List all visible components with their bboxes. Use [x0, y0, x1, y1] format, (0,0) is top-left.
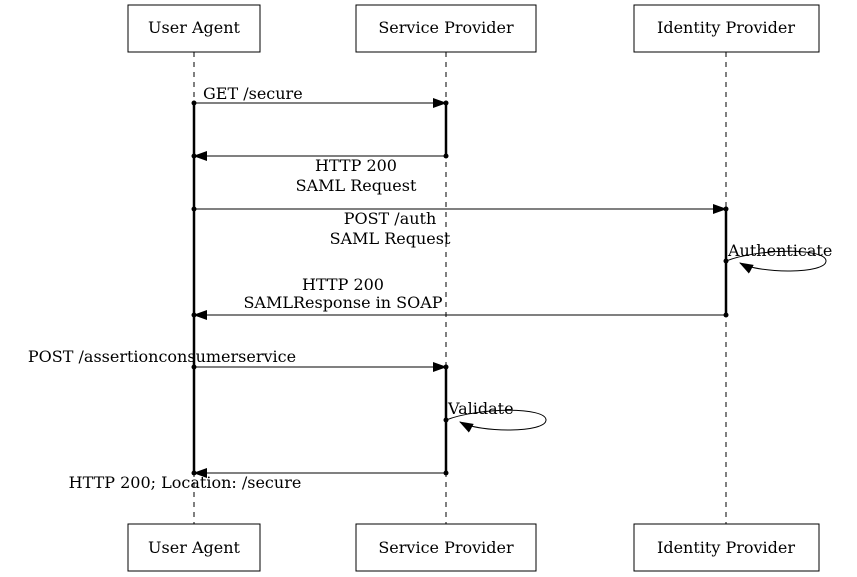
message-label: HTTP 200; Location: /secure [69, 473, 302, 492]
message-post-auth: POST /auth SAML Request [191, 204, 729, 248]
message-endpoint-dot [443, 100, 449, 106]
message-label-line-1: HTTP 200 [302, 275, 384, 294]
participant-label: Identity Provider [657, 538, 795, 557]
message-endpoint-dot [443, 364, 449, 370]
message-endpoint-dot [191, 364, 197, 370]
message-endpoint-dot [191, 153, 197, 159]
participant-label: Identity Provider [657, 18, 795, 37]
message-endpoint-dot [443, 153, 449, 159]
participant-service-provider-top: Service Provider [355, 4, 537, 53]
message-endpoint-dot [443, 470, 449, 476]
message-label-line-2: SAMLResponse in SOAP [243, 293, 442, 312]
message-endpoint-dot [191, 470, 197, 476]
message-endpoint-dot [723, 258, 729, 264]
participant-identity-provider-top: Identity Provider [633, 4, 820, 53]
message-label-line-1: HTTP 200 [315, 156, 397, 175]
message-label-line-2: SAML Request [296, 176, 417, 195]
message-get-secure: GET /secure [191, 84, 449, 108]
participant-identity-provider-bottom: Identity Provider [633, 523, 820, 572]
message-endpoint-dot [443, 417, 449, 423]
message-saml-response: HTTP 200 SAMLResponse in SOAP [191, 275, 729, 320]
message-authenticate: Authenticate [723, 241, 832, 274]
participant-label: User Agent [148, 538, 240, 557]
message-validate: Validate [443, 399, 547, 433]
message-label-line-2: SAML Request [330, 229, 451, 248]
message-label: POST /assertionconsumerservice [28, 347, 296, 366]
participant-user-agent-bottom: User Agent [127, 523, 261, 572]
message-label: Validate [447, 399, 514, 418]
participant-service-provider-bottom: Service Provider [355, 523, 537, 572]
message-label-line-1: POST /auth [344, 209, 437, 228]
message-label: Authenticate [727, 241, 832, 260]
message-endpoint-dot [191, 312, 197, 318]
message-endpoint-dot [723, 312, 729, 318]
self-message-loop [725, 250, 827, 274]
participant-user-agent-top: User Agent [127, 4, 261, 53]
message-endpoint-dot [191, 206, 197, 212]
message-endpoint-dot [723, 206, 729, 212]
participant-label: Service Provider [378, 538, 514, 557]
message-saml-request-response: HTTP 200 SAML Request [191, 151, 449, 195]
message-endpoint-dot [191, 100, 197, 106]
message-redirect-secure: HTTP 200; Location: /secure [69, 468, 449, 492]
participant-label: Service Provider [378, 18, 514, 37]
self-message-loop [445, 409, 547, 433]
message-post-acs: POST /assertionconsumerservice [28, 347, 449, 372]
participant-label: User Agent [148, 18, 240, 37]
message-label: GET /secure [203, 84, 303, 103]
